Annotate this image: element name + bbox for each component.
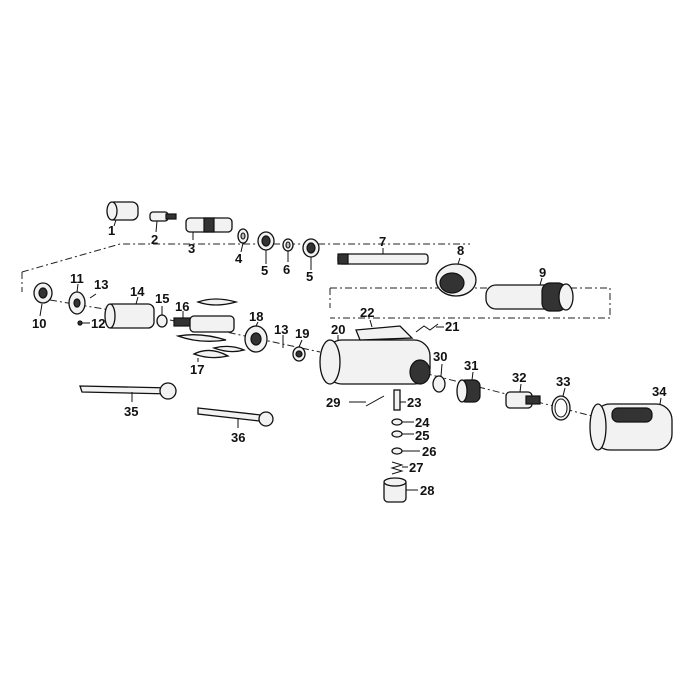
label-part-15: 15: [155, 291, 169, 306]
label-part-16: 16: [175, 299, 189, 314]
label-part-23: 23: [407, 395, 421, 410]
label-part-31: 31: [464, 358, 478, 373]
part-8-housing-cap: [435, 263, 477, 297]
label-part-6: 6: [283, 262, 290, 277]
label-part-30: 30: [433, 349, 447, 364]
label-part-25: 25: [415, 428, 429, 443]
label-part-4: 4: [235, 251, 243, 266]
part-10-bearing: [33, 282, 53, 304]
part-24-o-ring: [391, 418, 403, 426]
part-25-o-ring: [391, 430, 403, 438]
label-part-22: 22: [360, 305, 374, 320]
label-part-27: 27: [409, 460, 423, 475]
label-part-12: 12: [91, 316, 105, 331]
part-5a-bearing: [257, 231, 275, 251]
label-part-28: 28: [420, 483, 434, 498]
part-13a-pin: [89, 293, 97, 299]
label-part-21: 21: [445, 319, 459, 334]
part-31-regulator: [456, 379, 481, 403]
label-part-17: 17: [190, 362, 204, 377]
label-part-29: 29: [326, 395, 340, 410]
part-35-wrench: [79, 382, 177, 400]
part-26-o-ring: [391, 447, 403, 455]
label-part-7: 7: [379, 234, 386, 249]
part-3-splined-shaft: [185, 217, 233, 233]
label-part-24: 24: [415, 415, 430, 430]
label-part-11: 11: [70, 271, 84, 286]
label-part-20: 20: [331, 322, 345, 337]
part-36-wrench: [197, 407, 274, 427]
label-part-35: 35: [124, 404, 138, 419]
part-21-spring: [415, 323, 439, 333]
part-12-pin: [77, 320, 83, 326]
label-part-9: 9: [539, 265, 546, 280]
part-30-o-ring: [432, 375, 446, 393]
part-17-vanes: [175, 298, 246, 359]
part-2-shaft-pin: [149, 211, 177, 222]
label-part-8: 8: [457, 243, 464, 258]
part-14-cylinder: [104, 303, 155, 329]
label-part-34: 34: [652, 384, 667, 399]
part-22-trigger-lever: [355, 325, 414, 341]
part-5b-bearing: [302, 238, 320, 258]
leader-lines: [39, 219, 662, 491]
label-part-13b: 13: [274, 322, 288, 337]
part-29-roll-pin: [365, 395, 385, 407]
part-27-spring: [390, 461, 404, 475]
label-part-19: 19: [295, 326, 309, 341]
part-18-end-plate: [244, 325, 268, 353]
part-labels: 1 2 3 4 5 6 5 7 8 9 10 11 12 13 14 15 16…: [32, 223, 667, 498]
label-part-5b: 5: [306, 269, 313, 284]
part-11-end-plate: [68, 291, 86, 315]
label-part-36: 36: [231, 430, 245, 445]
part-1-socket-sleeve: [106, 201, 139, 221]
part-23-valve-stem: [393, 389, 401, 411]
part-9-extension-tube: [485, 282, 574, 312]
label-part-13a: 13: [94, 277, 108, 292]
label-part-18: 18: [249, 309, 263, 324]
label-part-26: 26: [422, 444, 436, 459]
label-part-5a: 5: [261, 263, 268, 278]
part-16-rotor: [173, 315, 235, 333]
label-part-2: 2: [151, 232, 158, 247]
part-19-bearing: [292, 346, 306, 362]
part-7-long-shaft: [337, 253, 429, 265]
part-6-small-ring: [282, 238, 294, 252]
part-34-grip-sleeve: [589, 403, 673, 451]
label-part-32: 32: [512, 370, 526, 385]
label-part-1: 1: [108, 223, 115, 238]
part-15-ring: [156, 314, 168, 328]
label-part-33: 33: [556, 374, 570, 389]
label-part-3: 3: [188, 241, 195, 256]
label-part-10: 10: [32, 316, 46, 331]
part-33-ring: [551, 395, 571, 421]
part-32-air-inlet: [505, 391, 541, 409]
part-4-washer: [237, 228, 249, 244]
label-part-14: 14: [130, 284, 145, 299]
part-28-valve-plug: [383, 477, 407, 503]
part-20-motor-housing: [319, 339, 431, 385]
